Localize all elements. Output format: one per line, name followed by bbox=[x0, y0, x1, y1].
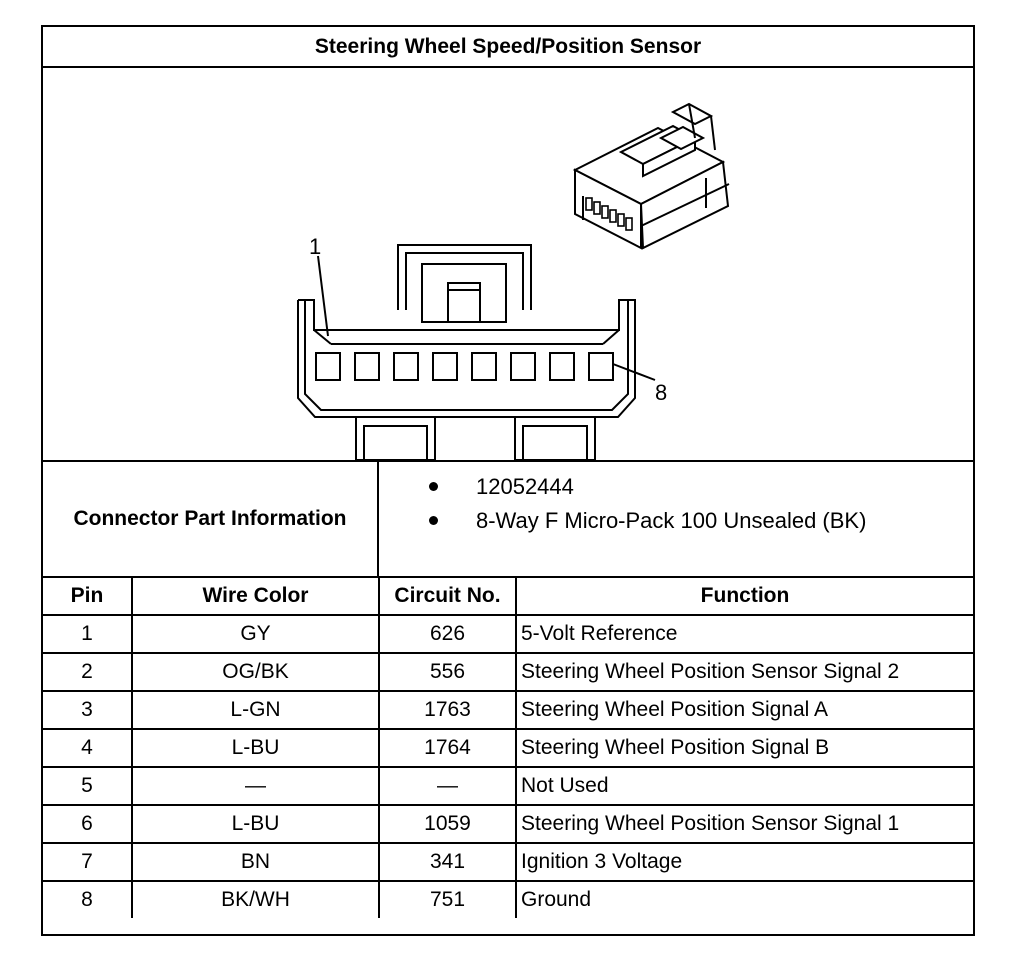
function-cell: Ground bbox=[515, 880, 973, 918]
table-header-row: Pin Wire Color Circuit No. Function bbox=[43, 578, 973, 616]
pinout-sheet: Steering Wheel Speed/Position Sensor bbox=[41, 25, 975, 936]
wire-color-cell: GY bbox=[131, 614, 380, 654]
pin-cell: 1 bbox=[43, 614, 133, 654]
document-title: Steering Wheel Speed/Position Sensor bbox=[43, 27, 973, 68]
function-cell: Not Used bbox=[515, 766, 973, 806]
connector-description: 8-Way F Micro-Pack 100 Unsealed (BK) bbox=[429, 508, 866, 534]
function-cell: Steering Wheel Position Signal B bbox=[515, 728, 973, 768]
wire-color-cell: L-GN bbox=[131, 690, 380, 730]
description-text: 8-Way F Micro-Pack 100 Unsealed (BK) bbox=[476, 508, 867, 533]
wire-color-cell: L-BU bbox=[131, 804, 380, 844]
circuit-cell: 556 bbox=[378, 652, 517, 692]
function-cell: 5-Volt Reference bbox=[515, 614, 973, 654]
table-row: 4 L-BU 1764 Steering Wheel Position Sign… bbox=[43, 728, 973, 768]
circuit-cell: 1059 bbox=[378, 804, 517, 844]
pin-1-callout: 1 bbox=[309, 234, 321, 259]
wire-color-cell: BN bbox=[131, 842, 380, 882]
function-cell: Steering Wheel Position Signal A bbox=[515, 690, 973, 730]
pin-cell: 7 bbox=[43, 842, 133, 882]
pin-cell: 4 bbox=[43, 728, 133, 768]
circuit-cell: 341 bbox=[378, 842, 517, 882]
pin-cell: 6 bbox=[43, 804, 133, 844]
function-cell: Steering Wheel Position Sensor Signal 2 bbox=[515, 652, 973, 692]
table-row: 2 OG/BK 556 Steering Wheel Position Sens… bbox=[43, 652, 973, 692]
header-function: Function bbox=[515, 578, 973, 616]
pin-8-callout: 8 bbox=[655, 380, 667, 405]
pin-cell: 3 bbox=[43, 690, 133, 730]
header-circuit: Circuit No. bbox=[378, 578, 517, 616]
circuit-cell: — bbox=[378, 766, 517, 806]
connector-part-number: 12052444 bbox=[429, 474, 574, 500]
connector-figure: 1 8 bbox=[43, 68, 973, 462]
circuit-cell: 1763 bbox=[378, 690, 517, 730]
table-row: 8 BK/WH 751 Ground bbox=[43, 880, 973, 918]
table-row: 3 L-GN 1763 Steering Wheel Position Sign… bbox=[43, 690, 973, 730]
connector-drawing: 1 8 bbox=[297, 102, 730, 461]
connector-info-list: 12052444 8-Way F Micro-Pack 100 Unsealed… bbox=[379, 462, 973, 576]
circuit-cell: 626 bbox=[378, 614, 517, 654]
part-number-text: 12052444 bbox=[476, 474, 574, 499]
connector-info-label: Connector Part Information bbox=[43, 462, 379, 576]
header-wire-color: Wire Color bbox=[131, 578, 380, 616]
bullet-icon bbox=[429, 515, 438, 525]
table-row: 5 — — Not Used bbox=[43, 766, 973, 806]
wire-color-cell: OG/BK bbox=[131, 652, 380, 692]
pin-cell: 2 bbox=[43, 652, 133, 692]
connector-front-view bbox=[297, 244, 656, 461]
pin-cell: 5 bbox=[43, 766, 133, 806]
pinout-table: Pin Wire Color Circuit No. Function 1 GY… bbox=[43, 578, 973, 918]
function-cell: Steering Wheel Position Sensor Signal 1 bbox=[515, 804, 973, 844]
connector-info-row: Connector Part Information 12052444 8-Wa… bbox=[43, 462, 973, 578]
header-pin: Pin bbox=[43, 578, 133, 616]
connector-isometric bbox=[572, 102, 730, 250]
table-row: 7 BN 341 Ignition 3 Voltage bbox=[43, 842, 973, 882]
circuit-cell: 1764 bbox=[378, 728, 517, 768]
bullet-icon bbox=[429, 481, 438, 491]
pin-cell: 8 bbox=[43, 880, 133, 918]
function-cell: Ignition 3 Voltage bbox=[515, 842, 973, 882]
wire-color-cell: — bbox=[131, 766, 380, 806]
table-row: 1 GY 626 5-Volt Reference bbox=[43, 614, 973, 654]
circuit-cell: 751 bbox=[378, 880, 517, 918]
wire-color-cell: L-BU bbox=[131, 728, 380, 768]
wire-color-cell: BK/WH bbox=[131, 880, 380, 918]
table-row: 6 L-BU 1059 Steering Wheel Position Sens… bbox=[43, 804, 973, 844]
